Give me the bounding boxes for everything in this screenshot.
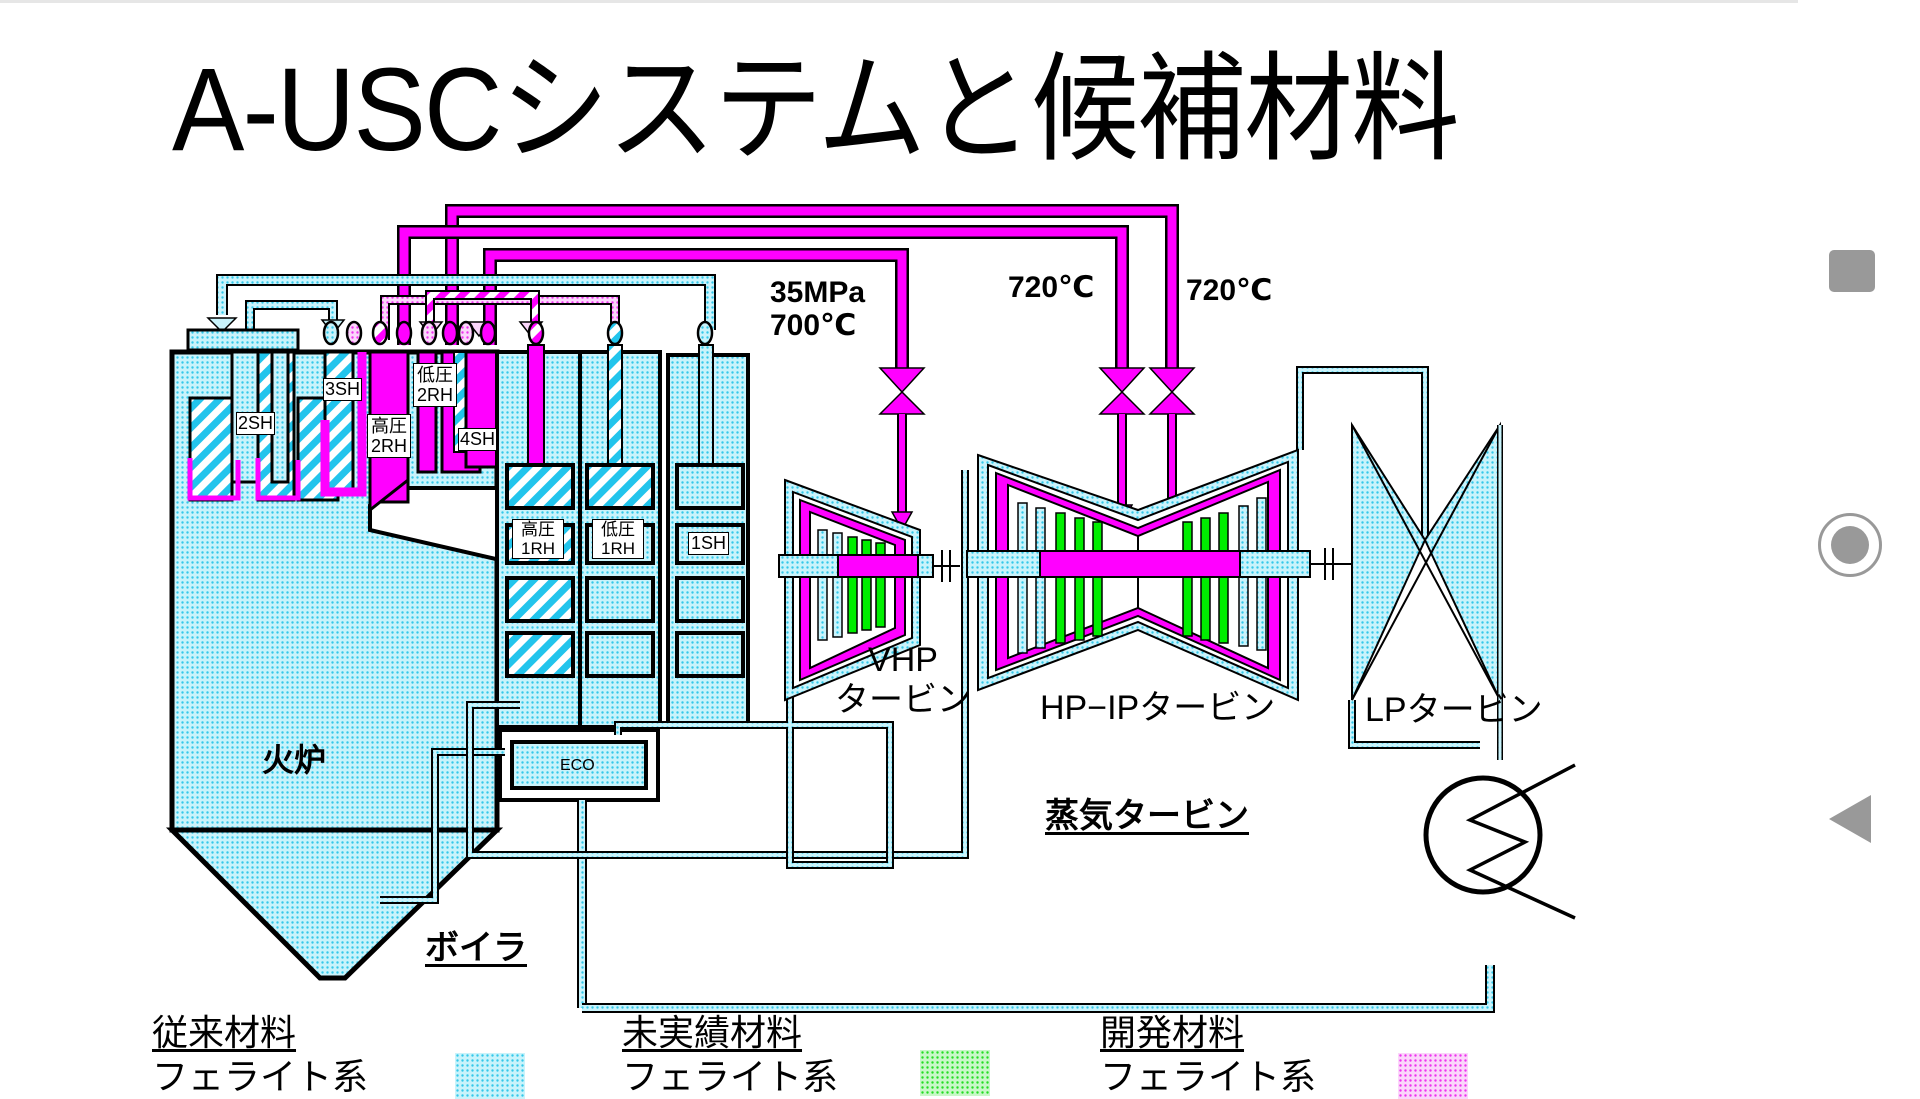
- legend-developed-header: 開発材料: [1100, 1012, 1245, 1053]
- vhp-turbine-line2: タービン: [835, 681, 971, 719]
- legend-unproven: 未実績材料 フェライト系: [622, 1012, 838, 1098]
- high-pressure-2rh-line2: 2RH: [371, 436, 408, 456]
- high-pressure-2rh-line1: 高圧: [371, 416, 407, 436]
- top-divider: [0, 0, 1798, 3]
- hpip-turbine-label: HP−IPタービン: [1040, 689, 1276, 727]
- sh1-label: 1SH: [688, 532, 730, 555]
- low-pressure-2rh-line2: 2RH: [417, 385, 454, 405]
- lp-turbine: [1351, 421, 1503, 760]
- hpip-turbine: [966, 448, 1352, 702]
- vhp-turbine-line1: VHP: [868, 641, 938, 679]
- reheat1-temp: 720℃: [1008, 271, 1095, 304]
- stop-valves: [878, 367, 1196, 415]
- boiler-label: ボイラ: [425, 929, 527, 967]
- eco-label: ECO: [560, 757, 595, 774]
- reheat2-temp: 720℃: [1186, 274, 1273, 307]
- condenser: [1423, 763, 1576, 920]
- feedwater-pipes: [380, 366, 1495, 1013]
- legend-unproven-swatch: [920, 1050, 990, 1096]
- sh3-label: 3SH: [323, 378, 363, 401]
- legend-developed-swatch: [1398, 1053, 1468, 1099]
- furnace-label: 火炉: [262, 742, 327, 778]
- legend-conventional: 従来材料 フェライト系: [152, 1012, 368, 1098]
- low-pressure-2rh-line1: 低圧: [417, 365, 453, 385]
- sh2-label: 2SH: [236, 412, 276, 435]
- main-steam-temp: 700℃: [770, 309, 857, 342]
- main-steam-pressure: 35MPa: [770, 276, 866, 309]
- slide-title: A-USCシステムと候補材料: [172, 44, 1460, 176]
- high-pressure-1rh-line1: 高圧: [521, 520, 555, 539]
- navigation-bar: [1800, 0, 1920, 1080]
- legend-conventional-swatch: [455, 1053, 525, 1099]
- steam-turbine-label: 蒸気タービン: [1045, 797, 1249, 835]
- legend-conventional-sub: フェライト系: [152, 1056, 369, 1097]
- legend-developed: 開発材料 フェライト系: [1100, 1012, 1316, 1098]
- recent-apps-square-icon[interactable]: [1829, 250, 1875, 292]
- legend-unproven-header: 未実績材料: [622, 1012, 803, 1053]
- legend-conventional-header: 従来材料: [152, 1012, 297, 1053]
- home-circle-icon[interactable]: [1818, 513, 1882, 577]
- sh4-label: 4SH: [458, 428, 498, 451]
- low-pressure-1rh-line2: 1RH: [601, 539, 636, 558]
- legend-developed-sub: フェライト系: [1100, 1056, 1317, 1097]
- lp-turbine-label: LPタービン: [1365, 691, 1543, 729]
- high-pressure-1rh-line2: 1RH: [521, 539, 556, 558]
- back-triangle-icon[interactable]: [1829, 795, 1871, 843]
- low-pressure-1rh-line1: 低圧: [601, 520, 635, 539]
- vhp-turbine: [778, 478, 960, 702]
- legend-unproven-sub: フェライト系: [622, 1056, 839, 1097]
